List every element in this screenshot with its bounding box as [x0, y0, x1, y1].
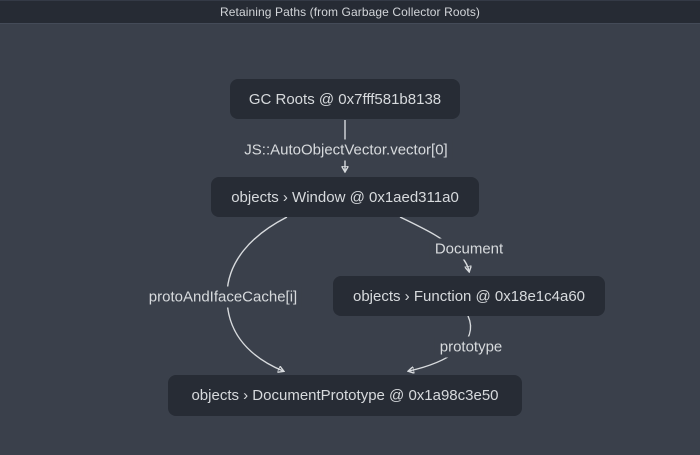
edge-label-prototype: prototype: [435, 337, 508, 358]
node-function[interactable]: objects › Function @ 0x18e1c4a60: [333, 276, 605, 316]
panel-header: Retaining Paths (from Garbage Collector …: [0, 0, 700, 24]
node-document-prototype[interactable]: objects › DocumentPrototype @ 0x1a98c3e5…: [168, 375, 522, 416]
node-window[interactable]: objects › Window @ 0x1aed311a0: [211, 177, 479, 217]
edge-label-protoandifacecache: protoAndIfaceCache[i]: [144, 287, 302, 308]
retaining-paths-graph-canvas[interactable]: JS::AutoObjectVector.vector[0] Document …: [0, 24, 700, 455]
panel-title: Retaining Paths (from Garbage Collector …: [220, 5, 480, 19]
edge-label-document: Document: [430, 239, 508, 260]
node-gc-roots[interactable]: GC Roots @ 0x7fff581b8138: [230, 79, 460, 119]
edge-label-autoobjectvector: JS::AutoObjectVector.vector[0]: [239, 140, 452, 161]
